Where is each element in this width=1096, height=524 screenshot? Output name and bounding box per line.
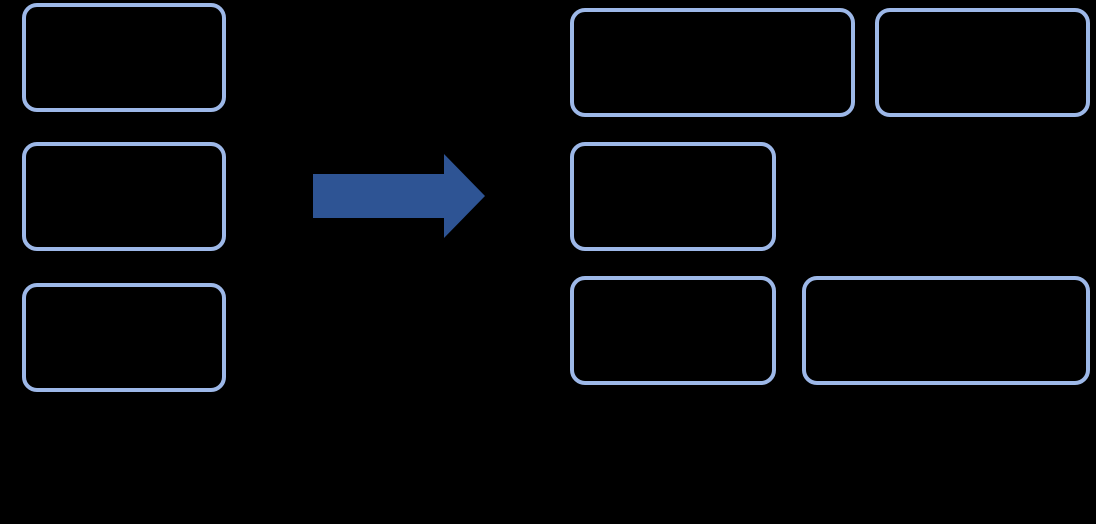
- right-box-3a[interactable]: [570, 276, 776, 385]
- right-box-2a[interactable]: [570, 142, 776, 251]
- left-box-3[interactable]: [22, 283, 226, 392]
- right-box-3b[interactable]: [802, 276, 1090, 385]
- left-box-2[interactable]: [22, 142, 226, 251]
- right-box-1b[interactable]: [875, 8, 1090, 117]
- right-box-1a[interactable]: [570, 8, 855, 117]
- arrow-right-icon: [313, 154, 485, 238]
- arrow-right-shape: [313, 154, 485, 238]
- transform-arrow: [313, 154, 485, 238]
- left-box-1[interactable]: [22, 3, 226, 112]
